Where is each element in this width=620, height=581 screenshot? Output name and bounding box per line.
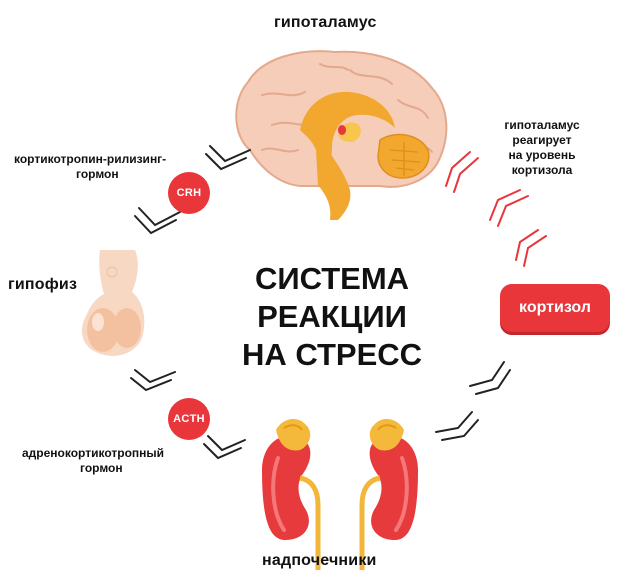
adrenal-kidney-icon <box>262 418 418 570</box>
feedback-line: гипоталамус <box>504 118 580 132</box>
chevron-arrow-icon <box>435 411 479 441</box>
chevron-arrow-icon <box>205 145 251 171</box>
chevron-arrow-icon <box>515 229 547 267</box>
center-title-line: НА СТРЕСС <box>241 337 423 372</box>
center-title-line: СИСТЕМА <box>254 261 410 296</box>
chevron-arrow-icon <box>489 189 529 227</box>
cortisol-badge: кортизол <box>500 284 610 332</box>
chevron-arrow-icon <box>469 361 511 395</box>
brain-icon <box>235 50 448 220</box>
crh-description-line: гормон <box>76 167 119 181</box>
feedback-description: гипоталамус реагирует на уровень кортизо… <box>478 118 606 178</box>
crh-description: кортикотропин-рилизинг- гормон <box>14 152 214 182</box>
acth-description-line: адренокортикотропный <box>22 446 165 460</box>
center-title-line: РЕАКЦИИ <box>257 299 407 334</box>
adrenals-label: надпочечники <box>262 552 377 569</box>
chevron-arrow-icon <box>445 151 479 193</box>
pituitary-gland-icon <box>81 250 145 356</box>
chevron-arrow-icon <box>203 435 246 460</box>
center-title: СИСТЕМА РЕАКЦИИ НА СТРЕСС <box>232 260 432 374</box>
chevron-arrow-icon <box>134 207 181 235</box>
acth-badge: ACTH <box>168 398 210 440</box>
feedback-line: на уровень <box>508 148 576 162</box>
crh-badge: CRH <box>168 172 210 214</box>
acth-description: адренокортикотропный гормон <box>22 446 222 476</box>
acth-description-line: гормон <box>80 461 123 475</box>
pituitary-label: гипофиз <box>8 276 78 293</box>
feedback-line: реагирует <box>512 133 572 147</box>
hypothalamus-label: гипоталамус <box>274 14 377 31</box>
feedback-line: кортизола <box>511 163 573 177</box>
crh-description-line: кортикотропин-рилизинг- <box>14 152 167 166</box>
chevron-arrow-icon <box>130 369 176 392</box>
